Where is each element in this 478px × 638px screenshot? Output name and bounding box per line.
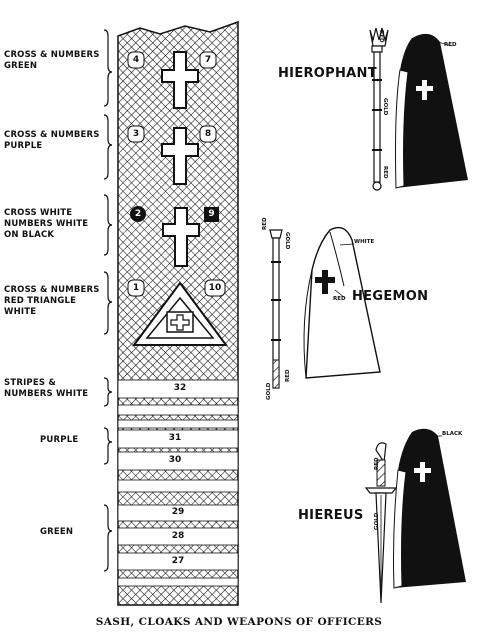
number-30: 30 bbox=[168, 455, 182, 465]
label-cross-numbers-red: CROSS & NUMBERS RED TRIANGLE WHITE bbox=[4, 285, 100, 317]
hegemon-scepter bbox=[269, 229, 283, 389]
badge-9 bbox=[204, 207, 219, 222]
number-8: 8 bbox=[204, 129, 212, 139]
number-7: 7 bbox=[204, 55, 212, 65]
badge-3 bbox=[127, 125, 145, 143]
annotation-gold-hierophant: GOLD bbox=[382, 98, 388, 116]
badge-10 bbox=[204, 279, 226, 297]
annotation-red-scepter-top: RED bbox=[378, 30, 384, 43]
hiereus-sword bbox=[364, 442, 398, 604]
title-hierophant: HIEROPHANT bbox=[278, 66, 377, 81]
stripe-28 bbox=[117, 527, 239, 546]
annotation-red-hegemon-base: RED bbox=[285, 369, 291, 382]
stripe bbox=[117, 404, 239, 416]
stripe bbox=[117, 577, 239, 587]
number-2: 2 bbox=[134, 209, 142, 219]
number-9: 9 bbox=[208, 209, 215, 219]
sash bbox=[117, 20, 239, 606]
hegemon-cloak bbox=[303, 226, 381, 379]
label-stripes-numbers-white: STRIPES & NUMBERS WHITE bbox=[4, 378, 89, 399]
annotation-gold-sword: GOLD bbox=[374, 512, 380, 530]
number-27: 27 bbox=[171, 556, 185, 566]
label-cross-numbers-green: CROSS & NUMBERS GREEN bbox=[4, 50, 100, 71]
cross-white bbox=[162, 207, 200, 267]
title-hegemon: HEGEMON bbox=[352, 289, 429, 304]
label-green: GREEN bbox=[40, 527, 74, 537]
stripe bbox=[117, 419, 239, 429]
figure-caption: SASH, CLOAKS AND WEAPONS OF OFFICERS bbox=[95, 616, 383, 628]
stripe-27 bbox=[117, 552, 239, 571]
annotation-red-sword: RED bbox=[374, 457, 380, 470]
annotation-red-hegemon: RED bbox=[333, 296, 346, 302]
badge-7 bbox=[199, 51, 217, 69]
hierophant-scepter bbox=[369, 27, 389, 191]
label-cross-numbers-purple: CROSS & NUMBERS PURPLE bbox=[4, 130, 100, 151]
number-4: 4 bbox=[132, 55, 140, 65]
annotation-red-hegemon-scepter: RED bbox=[262, 217, 268, 230]
badge-2 bbox=[130, 206, 146, 222]
stripe bbox=[117, 479, 239, 493]
label-purple: PURPLE bbox=[40, 435, 79, 445]
annotation-white-hegemon: WHITE bbox=[354, 239, 375, 245]
hierophant-cloak bbox=[395, 33, 468, 189]
number-1: 1 bbox=[132, 283, 140, 293]
label-cross-white: CROSS WHITE NUMBERS WHITE ON BLACK bbox=[4, 208, 89, 240]
hiereus-cloak bbox=[393, 428, 466, 589]
number-32: 32 bbox=[173, 383, 187, 393]
number-31: 31 bbox=[168, 433, 182, 443]
number-29: 29 bbox=[171, 507, 185, 517]
annotation-red-hierophant: RED bbox=[444, 42, 457, 48]
title-hiereus: HIEREUS bbox=[298, 508, 364, 523]
number-3: 3 bbox=[132, 129, 140, 139]
stripe-31 bbox=[117, 429, 239, 449]
annotation-red-scepter-bottom: RED bbox=[382, 166, 388, 179]
stripe-32 bbox=[117, 379, 239, 399]
stripe-29 bbox=[117, 504, 239, 522]
cross-green bbox=[161, 51, 199, 109]
number-28: 28 bbox=[171, 531, 185, 541]
triangle-emblem bbox=[132, 281, 228, 346]
cross-purple bbox=[161, 127, 199, 185]
badge-4 bbox=[127, 51, 145, 69]
stripe-30 bbox=[117, 451, 239, 471]
badge-1 bbox=[127, 279, 145, 297]
label-braces bbox=[103, 29, 113, 572]
annotation-gold-hegemon-scepter: GOLD bbox=[284, 232, 290, 250]
number-10: 10 bbox=[208, 283, 222, 293]
badge-8 bbox=[199, 125, 217, 143]
annotation-black-hiereus: BLACK bbox=[442, 431, 463, 437]
annotation-gold-hegemon-base: GOLD bbox=[266, 382, 272, 400]
